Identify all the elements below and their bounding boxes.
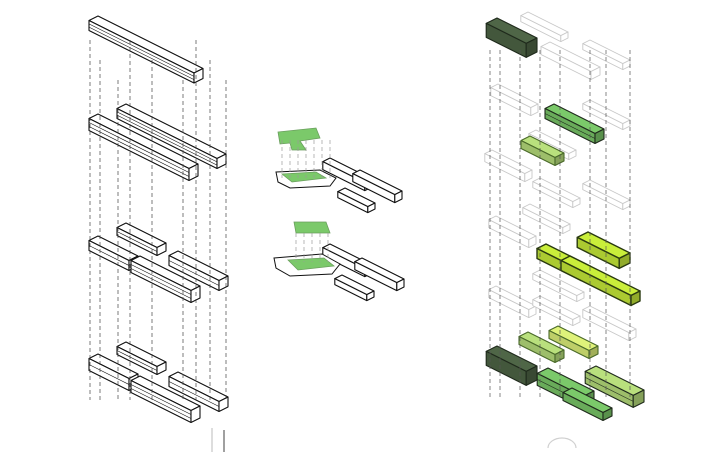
right-panel: [484, 11, 645, 449]
right-pale-block-a-end: [588, 345, 599, 360]
right-ghost-block-end: [572, 315, 581, 327]
left-base-block-c-floor-line: [168, 381, 220, 407]
center-upper-block-b-end: [394, 190, 403, 204]
center-upper-floor-highlight: [280, 171, 328, 183]
center-lower-block-b-end: [396, 278, 405, 292]
left-level2-bar-front-floor-line: [88, 126, 190, 177]
right-ghost-block: [488, 285, 537, 319]
center-lower-floor-highlight: [287, 257, 336, 271]
center-lower-block-c: [334, 274, 375, 302]
right-mid-green-bar-end: [594, 128, 605, 145]
left-level3-block-d-floor-line: [130, 268, 192, 299]
right-ghost-block: [582, 305, 637, 342]
right-base-dark-block: [485, 345, 538, 386]
left-top-slab-front: [88, 19, 195, 84]
right-ghost-block: [532, 295, 581, 327]
left-panel: [88, 15, 229, 452]
left-top-slab: [88, 15, 204, 84]
center-upper-block-b: [352, 169, 403, 204]
right-ghost-block: [582, 39, 631, 71]
left-level2-bar-back-floor-line: [116, 114, 218, 166]
right-lime-ring-back: [576, 231, 631, 270]
left-top-slab-end: [193, 67, 204, 84]
right-ghost-block: [540, 41, 601, 80]
right-ghost-block-end: [572, 197, 581, 209]
center-panel: [273, 127, 405, 302]
right-ghost-block-end: [530, 103, 539, 117]
right-top-dark-block: [485, 17, 538, 58]
left-level3-block-a-end: [156, 242, 167, 257]
right-top-dark-block-end: [525, 37, 538, 58]
right-ghost-block: [488, 215, 537, 249]
left-level3-block-a-floor-line: [116, 231, 158, 252]
left-level3-block-c-floor-line: [168, 260, 220, 286]
right-ghost-block-end: [528, 235, 537, 249]
right-ghost-block-end: [562, 223, 571, 235]
left-top-slab-floor-line: [88, 23, 195, 77]
right-ghost-block: [490, 83, 539, 117]
right-pale-block-b: [518, 331, 565, 364]
left-level2-bar-back: [116, 103, 227, 170]
left-level3-block-b-floor-line: [88, 245, 130, 266]
left-level3-block-a: [116, 222, 167, 257]
right-base-light-block: [584, 365, 645, 408]
right-base-light-block-end: [632, 389, 645, 408]
right-ghost-block-end: [590, 66, 601, 80]
left-base-block-a-floor-line: [116, 350, 158, 371]
left-level3-block-d: [130, 255, 201, 304]
left-level3-block-c: [168, 250, 229, 292]
right-ghost-block-end: [528, 305, 537, 319]
center-lower-block-c-end: [366, 290, 375, 302]
left-level2-bar-front-floor-line: [88, 122, 190, 173]
right-mid-green-bar-floor-line: [544, 113, 596, 139]
left-level2-bar-back-floor-line: [116, 111, 218, 163]
left-level3-block-d-floor-line: [130, 264, 192, 295]
right-ghost-block-end: [568, 149, 577, 161]
right-base-front-block: [562, 387, 613, 422]
right-ghost-block-end: [560, 31, 569, 43]
right-ghost-block: [582, 179, 631, 211]
right-ground-mark: [547, 437, 577, 449]
right-lime-ring-front: [560, 255, 641, 307]
right-lime-ring-back-end: [618, 252, 631, 270]
left-base-block-a-end: [156, 361, 167, 376]
center-lower-green-plate: [293, 221, 331, 234]
center-upper-block-c: [337, 187, 376, 214]
right-ghost-block-end: [576, 291, 585, 303]
right-pale-block-b-end: [554, 349, 565, 364]
right-ghost-block: [532, 269, 585, 303]
right-ghost-block-end: [628, 328, 637, 342]
left-top-slab-floor-line: [88, 26, 195, 80]
right-light-green-block: [520, 135, 565, 167]
left-base-block-a: [116, 341, 167, 376]
right-base-light-block-floor-line: [585, 377, 634, 402]
left-level3-block-d-end: [190, 285, 201, 304]
right-ghost-block: [484, 149, 533, 183]
right-ghost-block: [532, 177, 581, 209]
right-ghost-block-end: [524, 169, 533, 183]
left-level2-bar-front: [88, 113, 199, 182]
right-pale-block-a: [548, 325, 599, 360]
right-ghost-block: [522, 203, 571, 235]
left-base-block-c: [168, 371, 229, 413]
left-base-block-c-end: [218, 396, 229, 413]
right-base-front-block-end: [602, 407, 613, 422]
right-mid-green-bar: [544, 103, 605, 145]
left-top-slab-top: [88, 15, 204, 74]
right-lime-ring-front-end: [630, 290, 641, 307]
left-base-block-b-floor-line: [88, 364, 130, 385]
left-base-block-d-floor-line: [130, 388, 192, 419]
left-base-block-d-floor-line: [130, 384, 192, 415]
center-lower-block-b: [354, 257, 405, 292]
left-base-block-d-end: [190, 405, 201, 424]
center-upper-green-plate: [277, 127, 321, 151]
right-ghost-block: [520, 11, 569, 43]
left-base-block-d: [130, 375, 201, 424]
right-light-green-block-end: [554, 152, 565, 167]
center-upper-block-c-end: [367, 202, 376, 214]
